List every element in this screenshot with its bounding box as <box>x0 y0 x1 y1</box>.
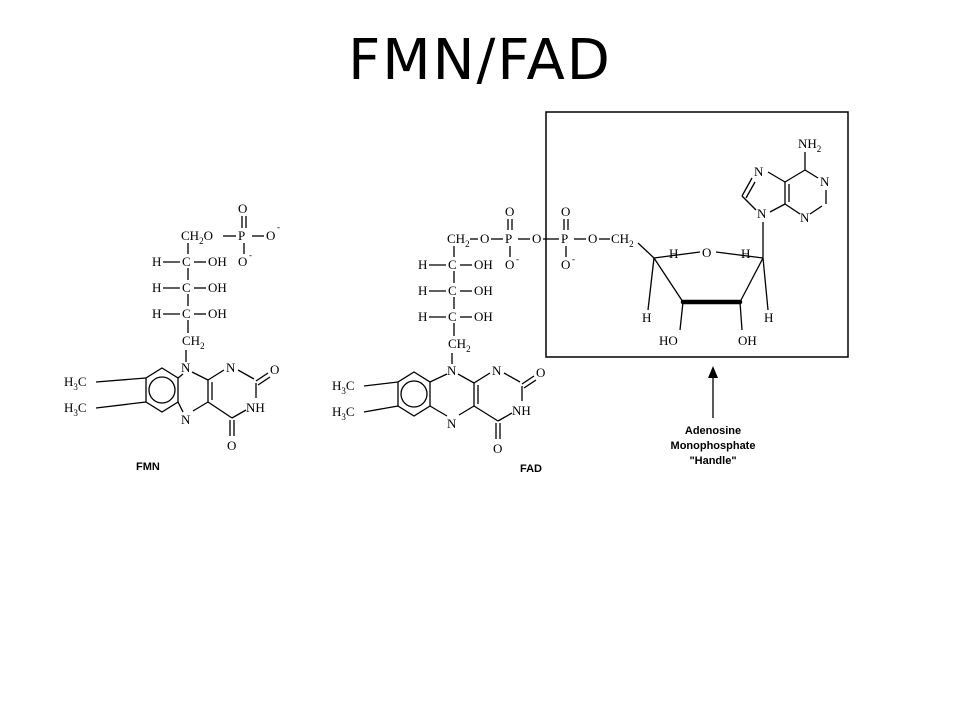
fmn-minus-bottom: - <box>249 250 252 260</box>
adenine-nh2: NH2 <box>798 136 821 154</box>
fmn-caption: FMN <box>136 461 160 473</box>
fmn-structure: CH2O P O - O O - H C OH H C OH H C OH CH… <box>64 201 280 473</box>
fmn-o2: O <box>270 362 279 377</box>
annotation-arrow-head <box>708 366 718 378</box>
fad-nh3: NH <box>512 403 531 418</box>
fmn-h-3: H <box>152 306 161 321</box>
ribose-h-3: H <box>642 310 651 325</box>
fad-oh-1: OH <box>474 257 493 272</box>
fad-ch2-label: CH2 <box>447 231 470 249</box>
ribose-oh: OH <box>738 333 757 348</box>
fad-oh-2: OH <box>474 283 493 298</box>
fmn-minus-right: - <box>277 222 280 232</box>
fad-n5: N <box>447 416 457 431</box>
fmn-methyl-8: H3C <box>64 400 87 418</box>
fad-p-2: P <box>561 231 568 246</box>
fad-n10: N <box>447 363 457 378</box>
slide-title: FMN/FAD <box>348 28 612 93</box>
fad-o2: O <box>536 365 545 380</box>
fad-o-bottom-1: O <box>505 257 514 272</box>
fad-caption: FAD <box>520 463 542 475</box>
fmn-h-1: H <box>152 254 161 269</box>
fad-oh-3: OH <box>474 309 493 324</box>
fad-o-top-1: O <box>505 204 514 219</box>
fmn-nh3: NH <box>246 400 265 415</box>
annotation-line-3: "Handle" <box>689 455 736 467</box>
adenine-n1: N <box>820 174 830 189</box>
fmn-oh-3: OH <box>208 306 227 321</box>
fmn-c-3: C <box>182 306 191 321</box>
fad-n1: N <box>492 363 502 378</box>
fmn-c-2: C <box>182 280 191 295</box>
fad-o4: O <box>493 441 502 456</box>
fad-o-1: O <box>480 231 489 246</box>
fad-c-3: C <box>448 309 457 324</box>
fad-c-1: C <box>448 257 457 272</box>
fad-methyl-7: H3C <box>332 378 355 396</box>
fmn-c-1: C <box>182 254 191 269</box>
adenine-n7: N <box>754 164 764 179</box>
fmn-o-minus-bottom: O <box>238 254 247 269</box>
fad-o-bridge: O <box>532 231 541 246</box>
fad-o-3: O <box>588 231 597 246</box>
fad-h-1: H <box>418 257 427 272</box>
fmn-ch2-label: CH2O <box>181 228 213 246</box>
fad-minus-2: - <box>572 254 575 264</box>
fmn-o-minus-right: O <box>266 228 275 243</box>
fmn-h-2: H <box>152 280 161 295</box>
fad-o-bottom-2: O <box>561 257 570 272</box>
fmn-o-double: O <box>238 201 247 216</box>
fad-h-3: H <box>418 309 427 324</box>
fad-ch2-bottom: CH2 <box>448 336 471 354</box>
fad-minus-1: - <box>516 254 519 264</box>
ribose-h-1: H <box>669 246 678 261</box>
handle-annotation: Adenosine Monophosphate "Handle" <box>671 366 756 467</box>
fmn-n5: N <box>181 412 191 427</box>
adenosine-ch2: CH2 <box>611 231 634 249</box>
annotation-line-1: Adenosine <box>685 425 741 437</box>
fmn-phosphorus: P <box>238 228 245 243</box>
fmn-oh-2: OH <box>208 280 227 295</box>
highlight-box <box>545 111 849 358</box>
fad-p-1: P <box>505 231 512 246</box>
ribose-o: O <box>702 245 711 260</box>
adenine-n3: N <box>800 210 810 225</box>
annotation-line-2: Monophosphate <box>671 440 756 452</box>
fmn-o4: O <box>227 438 236 453</box>
fmn-n10-label: N <box>181 360 191 375</box>
fad-h-2: H <box>418 283 427 298</box>
adenosine-monophosphate-box: CH2 O H H H H HO OH N N NH2 N <box>545 111 849 358</box>
fad-structure: CH2 O P O O - O P O O - O H C OH H C <box>332 204 610 475</box>
fad-o-top-2: O <box>561 204 570 219</box>
fmn-ch2-bottom: CH2 <box>182 333 205 351</box>
fmn-n1: N <box>226 360 236 375</box>
adenine-n9: N <box>757 206 767 221</box>
ribose-h-4: H <box>764 310 773 325</box>
fmn-oh-1: OH <box>208 254 227 269</box>
ribose-h-2: H <box>741 246 750 261</box>
fmn-methyl-7: H3C <box>64 374 87 392</box>
ribose-ho: HO <box>659 333 678 348</box>
fad-methyl-8: H3C <box>332 404 355 422</box>
fad-c-2: C <box>448 283 457 298</box>
